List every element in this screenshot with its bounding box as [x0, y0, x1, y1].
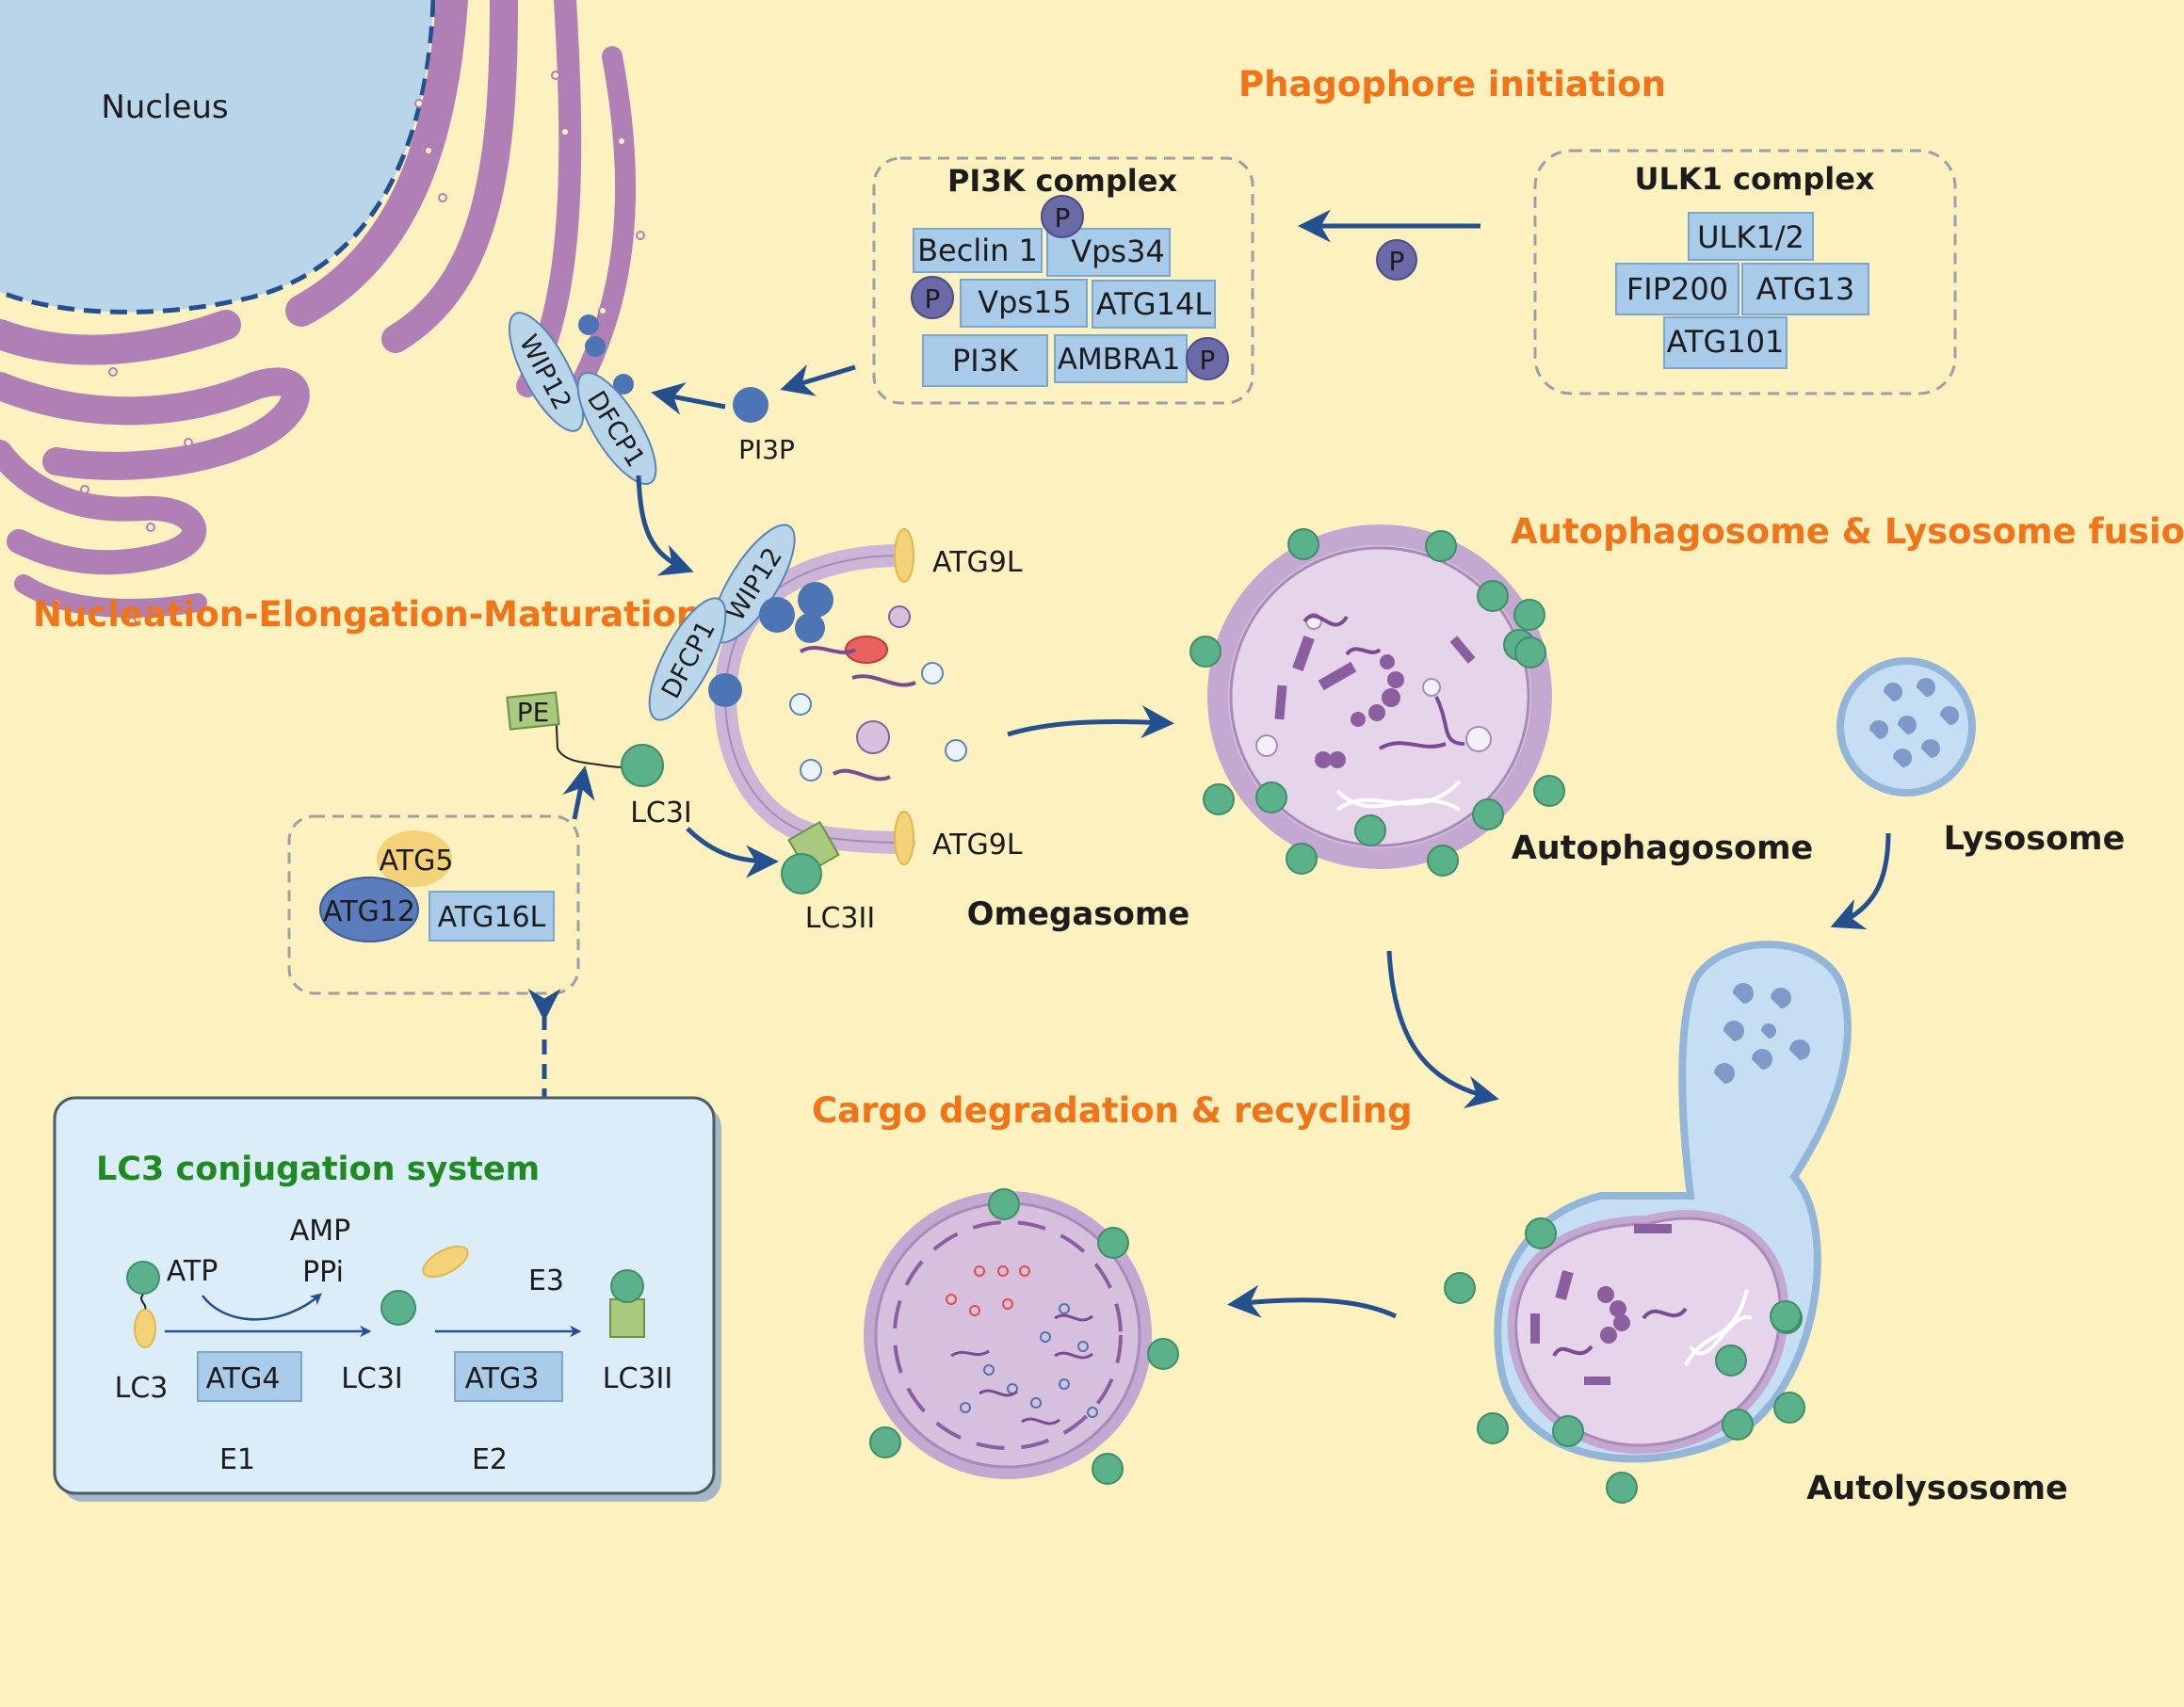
atg9l-bottom-label: ATG9L: [932, 829, 1023, 862]
heading-fusion: Autophagosome & Lysosome fusion: [1511, 511, 2184, 552]
pi3p-label: PI3P: [738, 434, 795, 465]
lc3-label: LC3: [115, 1372, 169, 1405]
er-protein-cluster: WIP12 DFCP1: [508, 312, 657, 486]
arrow-atg-to-lc3i: [562, 765, 595, 820]
atg9l-top: [894, 528, 914, 583]
omegasome-label: Omegasome: [967, 895, 1190, 933]
arrow-pi3p-to-er: [651, 382, 726, 415]
atg-complex: ATG5 ATG12 ATG16L: [287, 814, 580, 995]
lysosome: Lysosome: [1836, 657, 2126, 858]
lysosome-label: Lysosome: [1944, 820, 2126, 858]
arrow-lysosome-to-autolysosome: [1830, 832, 1891, 930]
ulk1-complex: ULK1 complex ULK1/2 FIP200 ATG13 ATG101: [1533, 149, 1957, 395]
protein-atg14l: ATG14L: [1096, 286, 1211, 322]
ppi-label: PPi: [302, 1256, 344, 1289]
phospho-ambra1: P: [1200, 345, 1216, 376]
protein-fip200: FIP200: [1626, 271, 1728, 307]
phospho-vps34: P: [1055, 202, 1071, 234]
arrow-autolysosome-to-degradation: [1227, 1284, 1398, 1319]
protein-vps34: Vps34: [1071, 234, 1165, 269]
autolysosome-label: Autolysosome: [1806, 1470, 2068, 1507]
nucleus: Nucleus: [0, 0, 436, 314]
atp-label: ATP: [167, 1255, 218, 1288]
atg3-label: ATG3: [465, 1362, 540, 1395]
e3-label: E3: [528, 1264, 564, 1297]
autophagosome-label: Autophagosome: [1512, 829, 1814, 867]
lc3i-label: LC3I: [630, 797, 692, 829]
protein-atg101: ATG101: [1667, 324, 1785, 360]
lc3-system-title: LC3 conjugation system: [96, 1151, 540, 1188]
phospho-vps15: P: [925, 283, 941, 314]
arrow-er-to-omegasome: [636, 475, 694, 576]
e1-label: E1: [219, 1443, 255, 1476]
heading-phagophore-initiation: Phagophore initiation: [1238, 64, 1666, 105]
protein-ulk12: ULK1/2: [1697, 219, 1804, 255]
atg9l-top-label: ATG9L: [932, 546, 1023, 579]
arrow-lc3i-to-lc3ii: [686, 827, 779, 878]
pi3p: PI3P: [733, 387, 795, 465]
arrow-omegasome-to-autophagosome: [1007, 705, 1174, 739]
arrow-pi3k-to-pi3p: [780, 364, 856, 396]
protein-atg13: ATG13: [1756, 271, 1854, 307]
protein-beclin1: Beclin 1: [917, 233, 1038, 268]
omegasome: ATG9L ATG9L WIP12 DFCP1 PE LC3I: [506, 523, 1190, 935]
e2-label: E2: [472, 1443, 508, 1476]
nucleus-label: Nucleus: [101, 89, 228, 126]
autolysosome: Autolysosome: [1444, 941, 2068, 1507]
lc3i-system-label: LC3I: [341, 1362, 403, 1395]
pe-label: PE: [517, 697, 550, 728]
atg5-label: ATG5: [380, 845, 454, 878]
protein-pi3k: PI3K: [952, 343, 1019, 378]
degrading-vesicle: [864, 1188, 1179, 1485]
lc3ii-particle: [781, 853, 822, 894]
arrow-autophagosome-to-autolysosome: [1386, 950, 1499, 1109]
phospho-ulk: [1376, 239, 1417, 281]
atg9l-bottom: [894, 811, 914, 865]
heading-nucleation: Nucleation-Elongation-Maturation: [33, 594, 701, 635]
protein-ambra1: AMBRA1: [1058, 343, 1180, 377]
phospho-ulk-label: P: [1389, 246, 1405, 277]
lc3i-particle: [621, 744, 664, 787]
pi3k-complex: PI3K complex Beclin 1 Vps34 P Vps15 P AT…: [872, 156, 1254, 405]
lc3ii-label: LC3II: [805, 902, 875, 935]
lc3ii-system-label: LC3II: [603, 1362, 672, 1395]
protein-vps15: Vps15: [978, 284, 1072, 320]
heading-degradation: Cargo degradation & recycling: [812, 1090, 1413, 1131]
atg16l-label: ATG16L: [438, 901, 546, 934]
lc3-conjugation-box: LC3 conjugation system LC3 ATP AMP PPi A…: [53, 1096, 721, 1502]
atg4-label: ATG4: [206, 1362, 281, 1395]
autophagosome: Autophagosome: [1189, 524, 1814, 877]
pi3k-title: PI3K complex: [947, 163, 1177, 199]
arrow-atp-amp: [201, 1293, 322, 1321]
atg12-label: ATG12: [323, 895, 415, 928]
ulk1-title: ULK1 complex: [1634, 161, 1874, 197]
amp-label: AMP: [290, 1215, 351, 1248]
